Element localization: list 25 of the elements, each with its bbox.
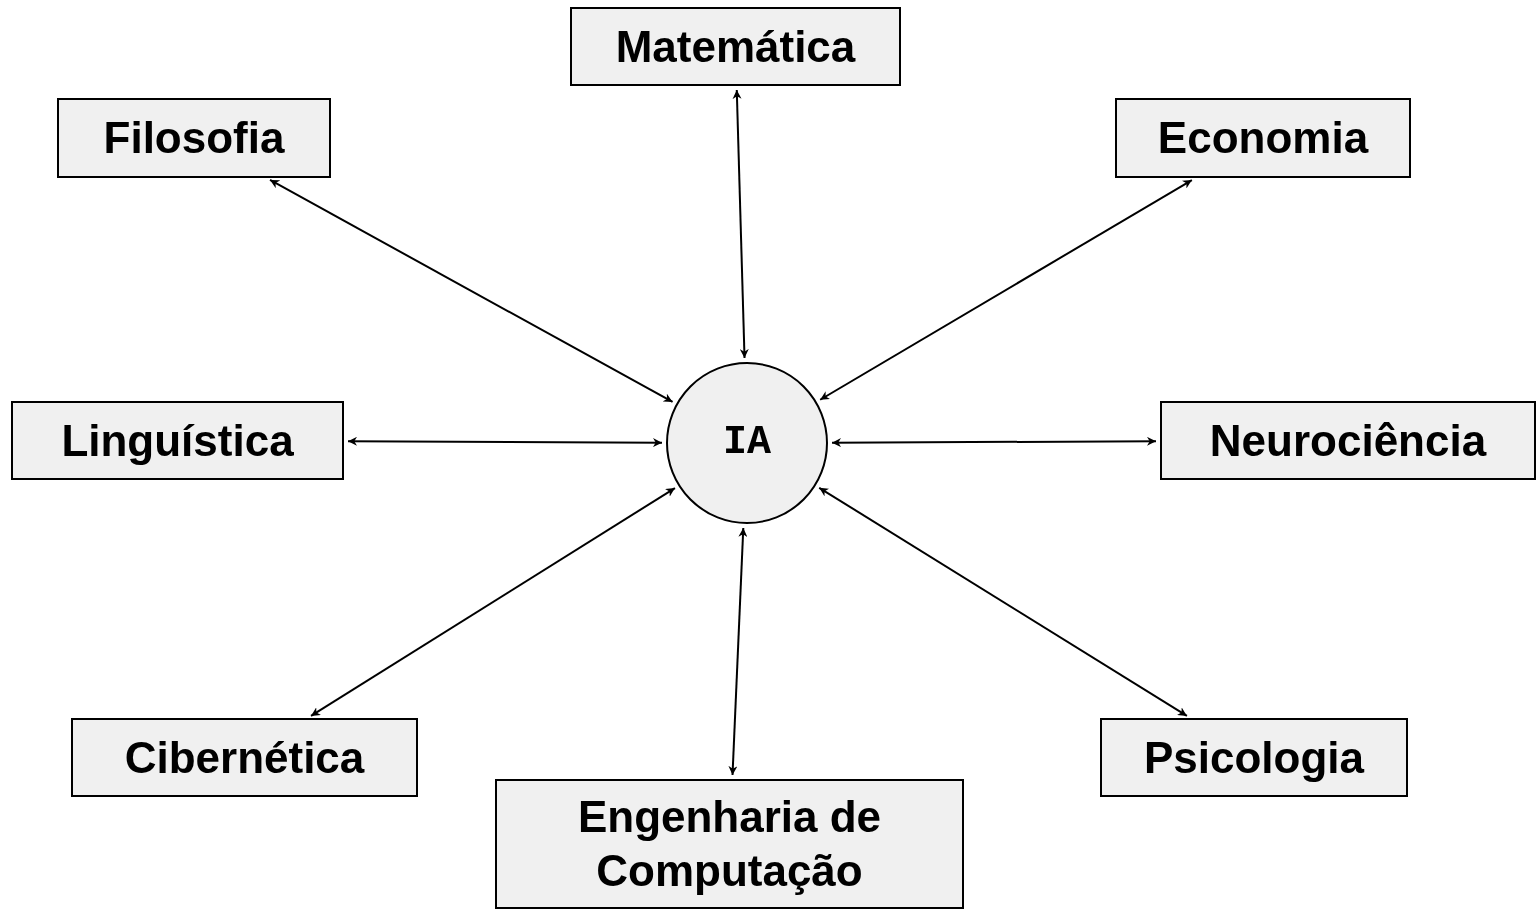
- node-label: Neurociência: [1209, 414, 1487, 467]
- node-label: Cibernética: [124, 731, 365, 784]
- double-arrow: [818, 486, 1188, 717]
- field-box: [71, 718, 418, 797]
- field-box: [495, 779, 964, 909]
- field-box: [1100, 718, 1408, 797]
- double-arrow: [831, 436, 1157, 448]
- field-box: [11, 401, 344, 480]
- double-arrow: [269, 178, 674, 403]
- node-label: Filosofia: [103, 112, 285, 165]
- field-box: [1115, 98, 1411, 178]
- node-label: Matemática: [615, 20, 856, 73]
- double-arrow: [732, 89, 749, 360]
- double-arrow: [728, 526, 748, 776]
- node-label: Psicologia: [1143, 731, 1365, 784]
- node-label: Linguística: [61, 414, 294, 467]
- double-arrow: [347, 436, 663, 448]
- field-box: [570, 7, 901, 86]
- node-label: Engenharia de Computação: [576, 791, 883, 897]
- node-label: IA: [723, 418, 771, 467]
- field-box: [57, 98, 331, 178]
- field-box: [1160, 401, 1536, 480]
- double-arrow: [819, 179, 1193, 401]
- double-arrow: [310, 487, 676, 717]
- node-label: Economia: [1157, 112, 1369, 165]
